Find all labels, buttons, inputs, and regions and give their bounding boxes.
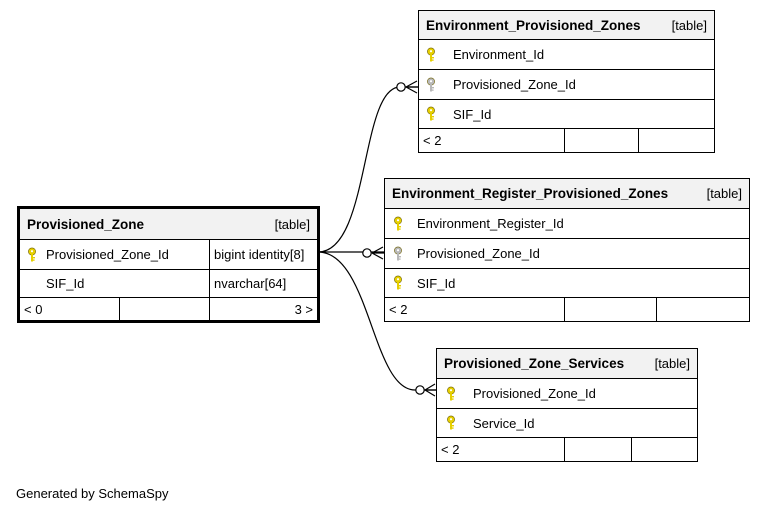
relationship-line-env-prov-zones: [317, 86, 418, 253]
column-name: Service_Id: [473, 415, 535, 431]
parents-count[interactable]: < 2: [389, 302, 408, 317]
primary-key-icon: [423, 40, 439, 69]
table-kind: [table]: [274, 216, 310, 232]
table-footer: < 2: [437, 438, 697, 461]
column-name: Environment_Register_Id: [417, 216, 564, 231]
primary-key-icon: [390, 269, 406, 297]
table-environment-provisioned-zones[interactable]: Environment_Provisioned_Zones [table] En…: [418, 10, 715, 153]
table-name: Provisioned_Zone_Services: [444, 356, 625, 371]
table-kind: [table]: [654, 356, 690, 371]
table-provisioned-zone[interactable]: Provisioned_Zone [table] Provisioned_Zon…: [17, 206, 320, 323]
column-name: Provisioned_Zone_Id: [473, 386, 596, 401]
column-row[interactable]: Environment_Register_Id: [385, 209, 749, 239]
footer-cell: [638, 129, 714, 152]
column-row[interactable]: SIF_Id: [385, 269, 749, 298]
primary-key-icon: [24, 240, 40, 269]
foreign-key-icon: [390, 239, 406, 268]
table-header: Provisioned_Zone_Services [table]: [437, 349, 697, 379]
table-footer: < 2: [385, 298, 749, 321]
column-row[interactable]: SIF_Id: [419, 100, 714, 129]
column-row[interactable]: SIF_Id nvarchar[64]: [20, 270, 317, 298]
table-footer: < 2: [419, 129, 714, 152]
table-header: Environment_Provisioned_Zones [table]: [419, 11, 714, 40]
footer-cell: [564, 129, 638, 152]
foreign-key-icon: [423, 70, 439, 99]
crowfoot-markers: [362, 80, 436, 397]
column-name: SIF_Id: [46, 276, 85, 291]
relationship-line-prov-zone-services: [317, 251, 436, 391]
footer-cell: [119, 298, 209, 320]
column-name: Environment_Id: [453, 47, 545, 62]
column-type: nvarchar[64]: [209, 270, 317, 297]
table-header: Environment_Register_Provisioned_Zones […: [385, 179, 749, 209]
column-row[interactable]: Service_Id: [437, 409, 697, 438]
column-name: Provisioned_Zone_Id: [417, 246, 540, 261]
table-header: Provisioned_Zone [table]: [20, 209, 317, 240]
primary-key-icon: [443, 409, 459, 437]
column-type: bigint identity[8]: [209, 240, 317, 269]
footer-cell: [656, 298, 749, 321]
parents-count[interactable]: < 0: [24, 301, 43, 317]
column-row[interactable]: Provisioned_Zone_Id bigint identity[8]: [20, 240, 317, 270]
primary-key-icon: [443, 379, 459, 408]
table-name: Provisioned_Zone: [27, 216, 145, 232]
table-provisioned-zone-services[interactable]: Provisioned_Zone_Services [table] Provis…: [436, 348, 698, 462]
footer-cell: [564, 298, 656, 321]
column-name: SIF_Id: [417, 275, 456, 291]
column-row[interactable]: Provisioned_Zone_Id: [385, 239, 749, 269]
table-name: Environment_Register_Provisioned_Zones: [392, 186, 669, 201]
table-kind: [table]: [706, 186, 742, 201]
table-footer: < 0 3 >: [20, 298, 317, 320]
column-row[interactable]: Provisioned_Zone_Id: [419, 70, 714, 100]
primary-key-icon: [390, 209, 406, 238]
parents-count[interactable]: < 2: [423, 133, 442, 148]
column-row[interactable]: Provisioned_Zone_Id: [437, 379, 697, 409]
footer-cell: [564, 438, 631, 461]
table-environment-register-provisioned-zones[interactable]: Environment_Register_Provisioned_Zones […: [384, 178, 750, 322]
footer-cell: [631, 438, 697, 461]
column-name: SIF_Id: [453, 106, 492, 122]
credit-text: Generated by SchemaSpy: [16, 486, 169, 501]
table-name: Environment_Provisioned_Zones: [426, 17, 641, 33]
column-name: Provisioned_Zone_Id: [46, 247, 169, 262]
parents-count[interactable]: < 2: [441, 442, 460, 457]
children-count[interactable]: 3 >: [209, 298, 317, 320]
column-row[interactable]: Environment_Id: [419, 40, 714, 70]
column-name: Provisioned_Zone_Id: [453, 77, 576, 92]
primary-key-icon: [423, 100, 439, 128]
table-kind: [table]: [671, 17, 707, 33]
